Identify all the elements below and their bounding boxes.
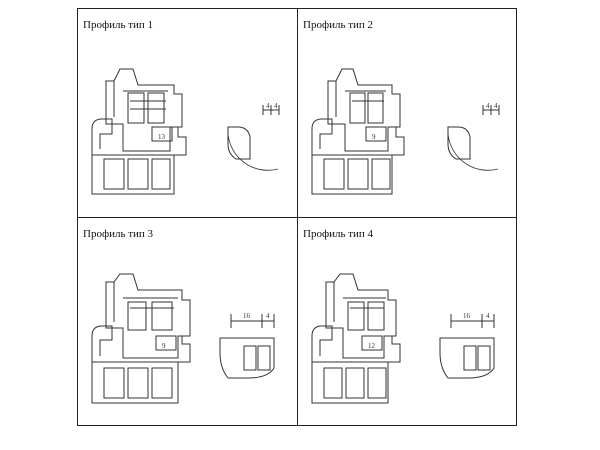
dimension-label-c: 12 [368,342,376,350]
panel-profile-type-1: Профиль тип 1 [78,9,297,217]
dimension-label-b: 4 [274,102,278,110]
dimension-label-c: 13 [158,133,166,141]
panel-title: Профиль тип 3 [83,228,154,240]
panel-title: Профиль тип 1 [83,19,154,31]
dimension-label-b: 4 [494,102,498,110]
dimension-label-b: 4 [486,312,490,320]
dimension-label-b: 4 [266,312,270,320]
drawing-sheet: Профиль тип 1 [77,8,517,426]
grid-divider-vertical [297,9,298,425]
profile-drawing: 4 4 13 [91,68,280,195]
profile-drawing: 16 4 12 [311,273,495,404]
panel-profile-type-2: Профиль тип 2 4 [298,9,517,217]
panel-title: Профиль тип 2 [303,19,374,31]
profile-drawing: 4 4 9 [311,68,500,195]
dimension-label-a: 4 [486,102,490,110]
dimension-label-c: 9 [162,342,166,350]
panel-title: Профиль тип 4 [303,228,374,240]
dimension-label-a: 4 [266,102,270,110]
dimension-label-c: 9 [372,133,376,141]
panel-profile-type-4: Профиль тип 4 [298,218,517,426]
dimension-label-a: 16 [243,312,251,320]
panel-profile-type-3: Профиль тип 3 [78,218,297,426]
profile-drawing: 16 4 9 [91,273,275,404]
dimension-label-a: 16 [463,312,471,320]
